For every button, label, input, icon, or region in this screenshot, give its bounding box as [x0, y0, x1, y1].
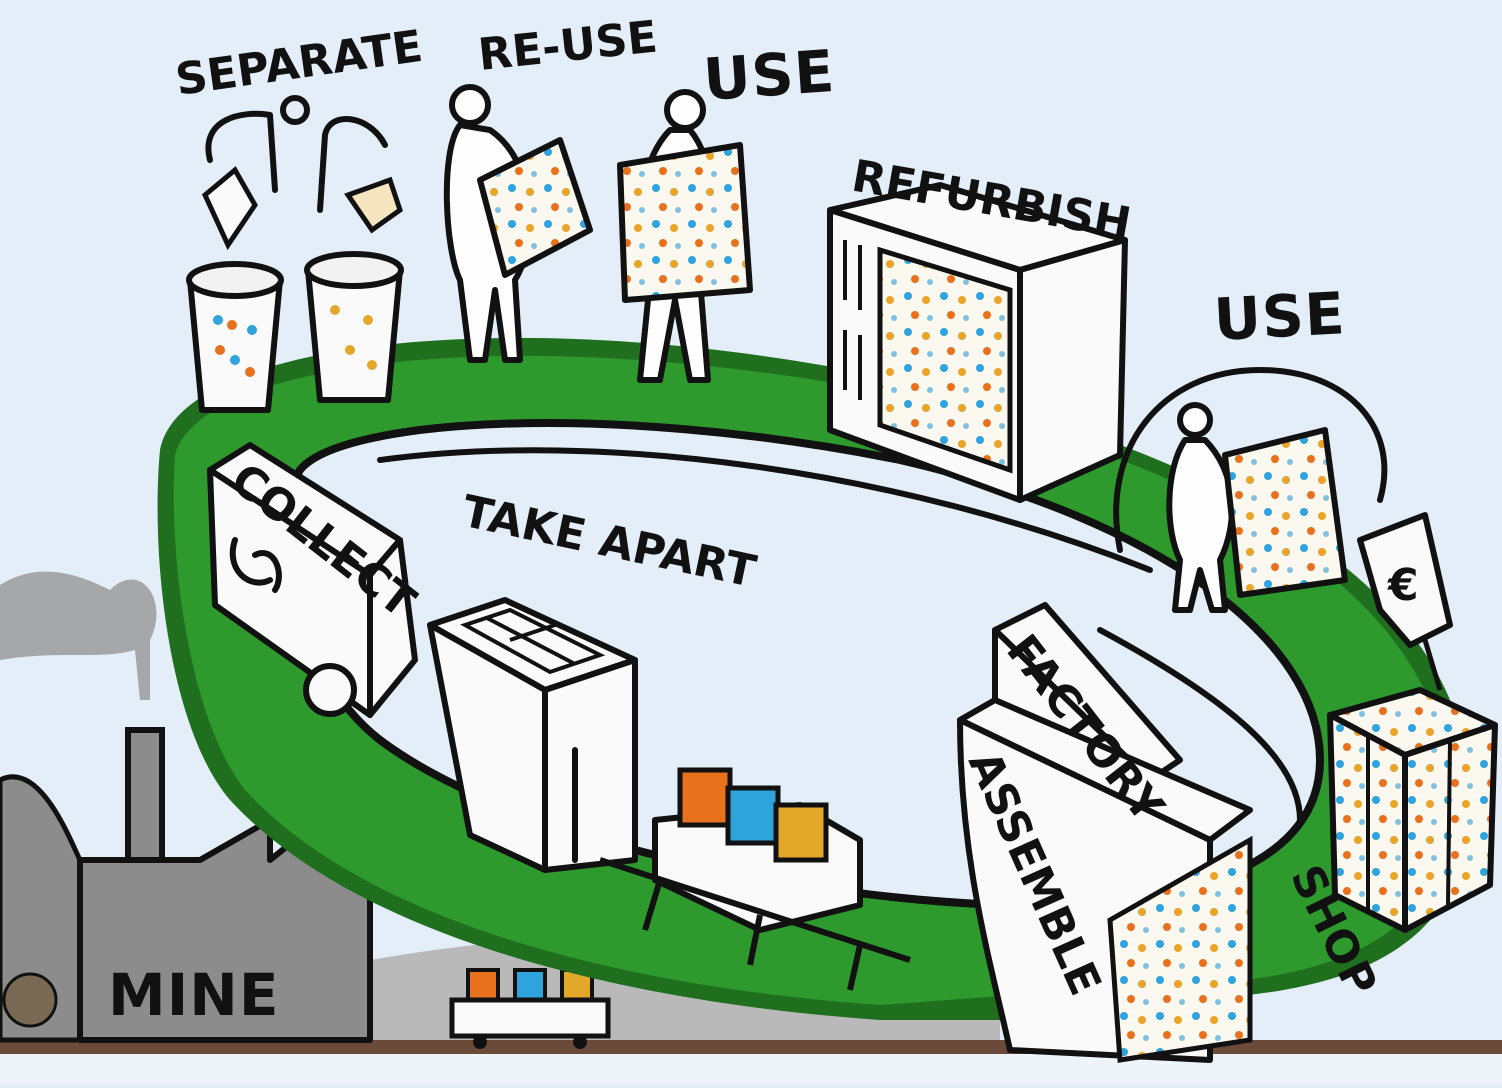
label-reuse: RE-USE [476, 11, 660, 81]
take-apart-building-icon [427, 597, 638, 873]
person-with-puzzle-icon [1113, 367, 1388, 613]
collect-truck-icon [207, 442, 418, 718]
separate-arrows [201, 95, 403, 251]
label-euro: € [1387, 560, 1419, 611]
conveyor-cart-icon [599, 767, 911, 991]
person-with-puzzle-icon [617, 89, 753, 383]
price-tag-icon [1357, 512, 1453, 691]
factory-building-icon [957, 602, 1253, 1063]
recycle-arrows-icon [229, 537, 282, 593]
conveyor-cart-icon [449, 968, 611, 1049]
label-separate: SEPARATE [172, 21, 425, 106]
label-mine: MINE [108, 961, 279, 1029]
label-use-right: USE [1212, 279, 1347, 354]
bin-icon [304, 251, 404, 403]
bin-icon [186, 261, 284, 413]
person-with-puzzle-icon [443, 84, 593, 363]
smoke-cloud [0, 571, 157, 700]
refurbish-building-icon [827, 182, 1128, 503]
puzzle-cube-icon [1327, 687, 1498, 933]
label-use-top: USE [701, 37, 837, 114]
